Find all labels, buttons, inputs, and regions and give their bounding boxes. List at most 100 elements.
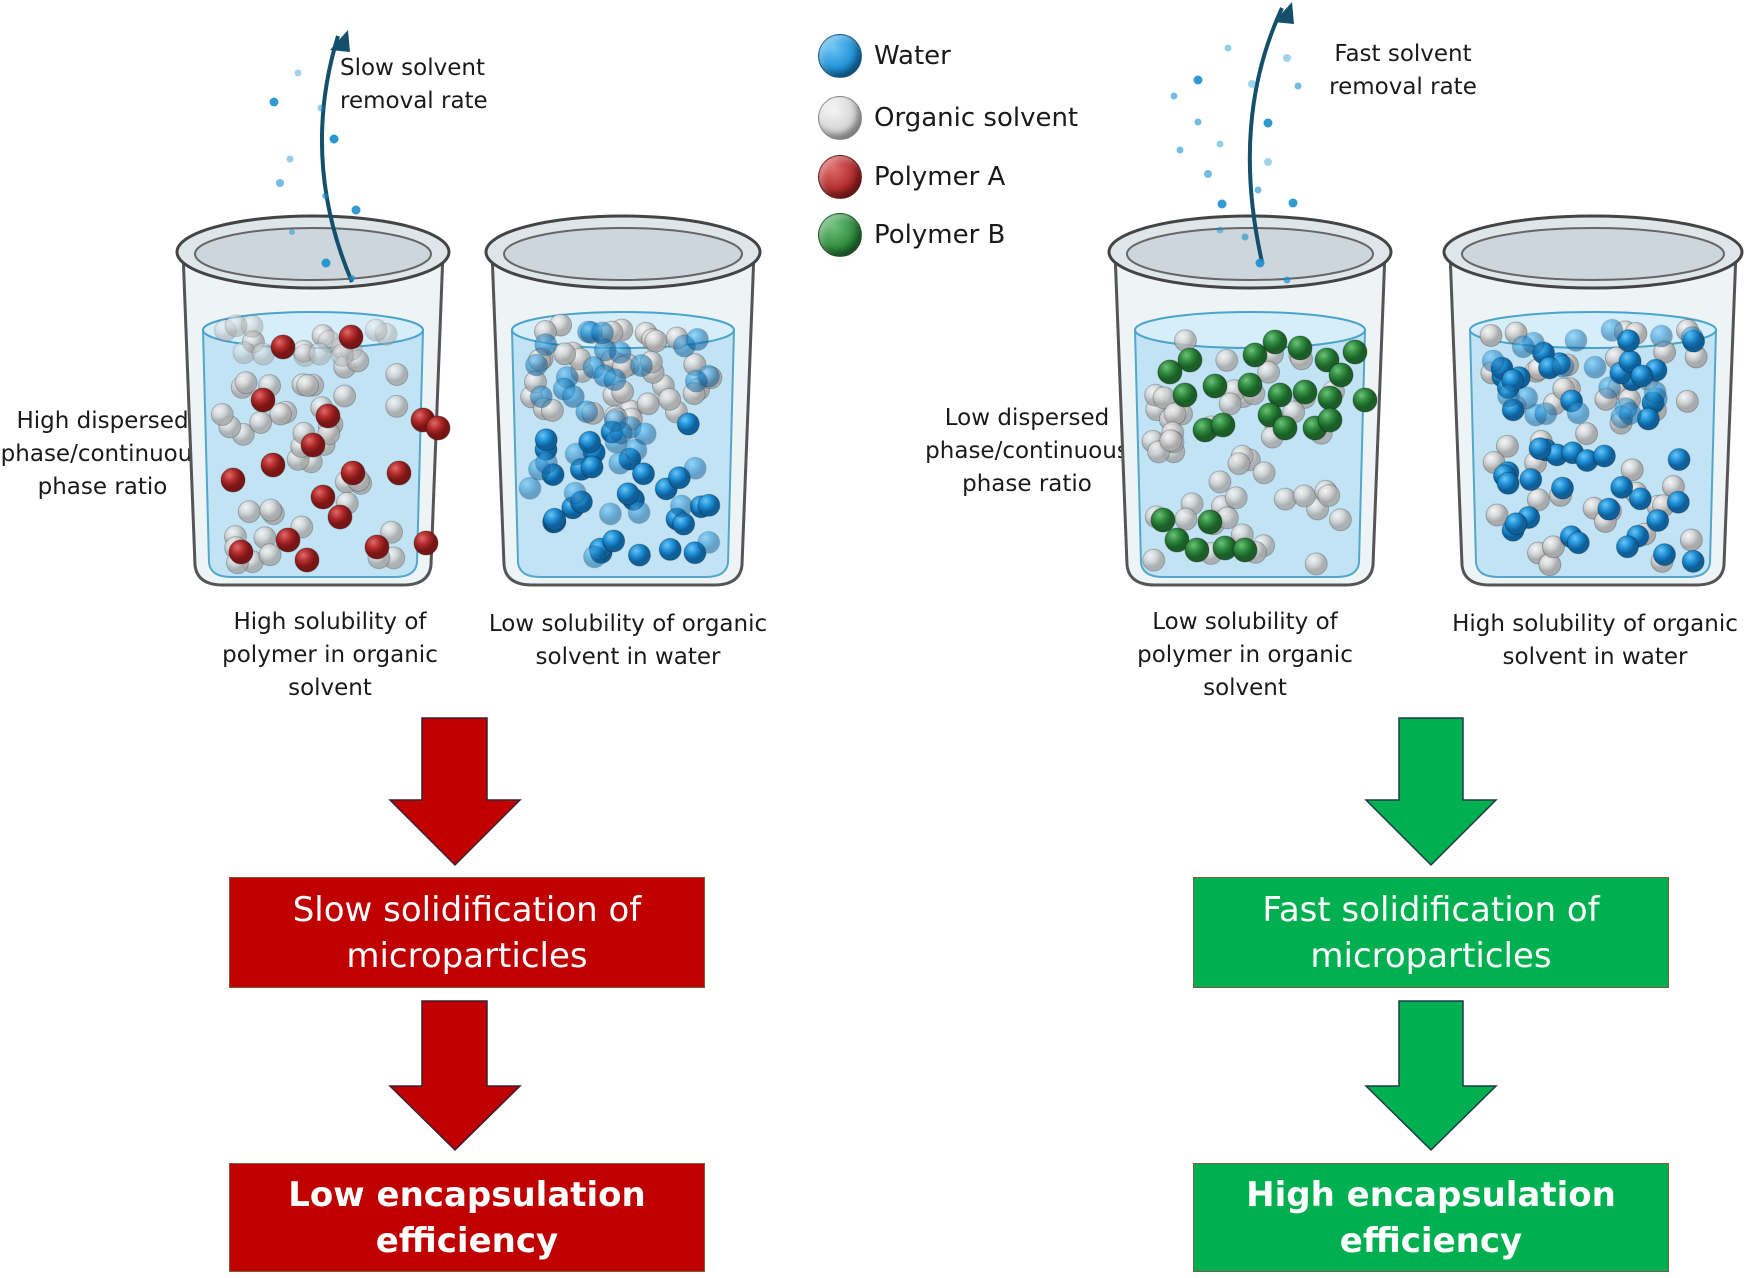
organic-solvent-particle (1485, 503, 1509, 527)
vapor-droplet (351, 205, 361, 215)
polymer-b-particle (1267, 382, 1293, 408)
water-particle (603, 368, 627, 392)
label-line: High dispersed (16, 408, 189, 434)
polymer-a-particle (340, 460, 366, 486)
polymer-b-particle (1172, 382, 1198, 408)
polymer-a-particle (228, 539, 254, 565)
organic-solvent-particle (1174, 507, 1198, 531)
water-particle (1628, 487, 1652, 511)
legend-label: Polymer A (874, 162, 1006, 192)
vapor-droplet (1193, 75, 1203, 85)
water-particle (580, 455, 604, 479)
polymer-b-particle (1287, 335, 1313, 361)
polymer-a-particle (270, 334, 296, 360)
polymer-a-particle (310, 484, 336, 510)
water-particle (1566, 531, 1590, 555)
water-particle (543, 507, 567, 531)
water-particle (1511, 335, 1535, 359)
water-particle (1630, 364, 1654, 388)
water-particle (697, 493, 721, 517)
label-line: Slow solvent (340, 55, 485, 81)
box-line: efficiency (1339, 1220, 1523, 1261)
polymer-b-particle (1352, 387, 1378, 413)
label-line: phase/continuous (0, 441, 205, 467)
organic-solvent-particle (1292, 484, 1316, 508)
legend-item-water: Water (818, 34, 951, 78)
organic-solvent-particle (210, 403, 234, 427)
water-particle (1646, 508, 1670, 532)
organic-solvent-particle (1675, 389, 1699, 413)
label-line: polymer in organic (222, 642, 438, 668)
water-particle (1649, 324, 1673, 348)
polymer-a-particle (300, 432, 326, 458)
vapor-droplet (1288, 198, 1298, 208)
low-encapsulation-box: Low encapsulation efficiency (229, 1163, 705, 1272)
high-phase-ratio-label: High dispersed phase/continuous phase ra… (0, 405, 205, 504)
organic-solvent-particle (237, 500, 261, 524)
water-particle (1597, 497, 1621, 521)
organic-solvent-particle (1317, 483, 1341, 507)
water-particle (602, 529, 626, 553)
water-particle (616, 482, 640, 506)
label-line: solvent (1203, 675, 1287, 701)
water-particle (1515, 386, 1539, 410)
fast-removal-rate-label: Fast solvent removal rate (1318, 38, 1488, 104)
beaker2-rim-inner (503, 227, 743, 281)
vapor-droplet (294, 69, 302, 77)
legend-item-polymer-a: Polymer A (818, 155, 1005, 199)
label-line: removal rate (340, 88, 488, 114)
polymer-b-particle (1317, 407, 1343, 433)
vapor-droplet (1283, 54, 1291, 62)
vapor-droplet (1294, 82, 1302, 90)
beaker3-liquid-surface (1134, 311, 1366, 349)
water-particle (591, 321, 615, 345)
vapor-droplet (349, 275, 355, 281)
organic-solvent-particle (1679, 528, 1703, 552)
vapor-droplet (1217, 199, 1227, 209)
water-particle (534, 333, 558, 357)
label-line: High solubility of (233, 609, 427, 635)
beaker-scene (175, 2, 1744, 587)
polymer-a-particle (327, 504, 353, 530)
polymer-a-particle-icon (818, 155, 862, 199)
legend-item-polymer-b: Polymer B (818, 213, 1005, 257)
water-particle (534, 428, 558, 452)
organic-solvent-particle (644, 329, 668, 353)
beaker3-rim-inner (1126, 227, 1374, 281)
water-particle (633, 422, 657, 446)
polymer-a-particle (364, 534, 390, 560)
polymer-a-particle (294, 547, 320, 573)
vapor-droplet (317, 104, 325, 112)
label-line: Low solubility of (1152, 609, 1338, 635)
water-particle (1551, 354, 1575, 378)
polymer-b-particle (1164, 527, 1190, 553)
vapor-droplet (321, 258, 331, 268)
organic-solvent-particle (385, 362, 409, 386)
polymer-a-particle (250, 387, 276, 413)
low-phase-ratio-label: Low dispersed phase/continuous phase rat… (922, 402, 1132, 501)
polymer-a-particle (260, 452, 286, 478)
beaker1-caption: High solubility of polymer in organic so… (210, 606, 450, 705)
organic-solvent-particle (1495, 434, 1519, 458)
slow-removal-rate-label: Slow solvent removal rate (340, 52, 520, 118)
polymer-b-particle (1210, 412, 1236, 438)
label-line: Low dispersed (944, 405, 1110, 431)
organic-solvent-particle (380, 520, 404, 544)
vapor-droplet (1194, 118, 1202, 126)
organic-solvent-particle (1479, 323, 1503, 347)
organic-solvent-particle (553, 342, 577, 366)
beaker4-caption: High solubility of organic solvent in wa… (1440, 608, 1750, 674)
arrow-head-icon (330, 30, 350, 52)
water-particle-icon (818, 34, 862, 78)
water-particle (1550, 476, 1574, 500)
water-particle (1617, 329, 1641, 353)
vapor-droplet (1255, 258, 1265, 268)
organic-solvent-particle (1541, 535, 1565, 559)
organic-solvent-particle (1218, 392, 1242, 416)
water-particle (627, 501, 651, 525)
organic-solvent-particle (234, 371, 258, 395)
polymer-b-particle (1292, 379, 1318, 405)
polymer-a-particle (275, 527, 301, 553)
vapor-droplet (1170, 92, 1178, 100)
box-line: microparticles (1310, 935, 1552, 976)
